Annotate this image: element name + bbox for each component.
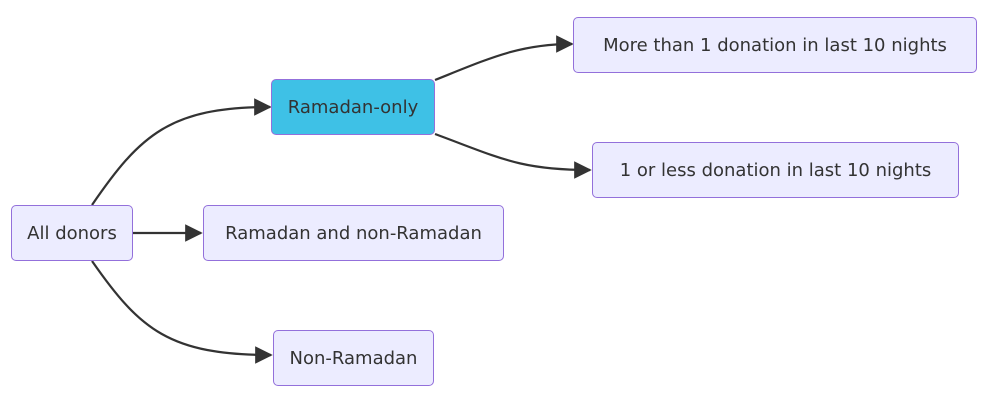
edge-all-to-non-ramadan [91,260,273,364]
node-more-than-1-donation: More than 1 donation in last 10 nights [573,17,977,73]
edge-ramadan-only-to-less [434,132,592,179]
node-label: More than 1 donation in last 10 nights [603,34,947,56]
node-label: 1 or less donation in last 10 nights [619,159,932,181]
edge-all-to-ramadan-only [91,98,272,206]
edge-ramadan-only-to-more [434,35,574,82]
node-label: Ramadan-only [287,96,419,118]
node-label: All donors [27,222,117,244]
node-all-donors: All donors [11,205,133,261]
node-ramadan-and-non-ramadan: Ramadan and non-Ramadan [203,205,504,261]
node-ramadan-only: Ramadan-only [271,79,435,135]
node-non-ramadan: Non-Ramadan [273,330,434,386]
node-label: Ramadan and non-Ramadan [225,222,482,244]
node-label: Non-Ramadan [289,347,418,369]
node-1-or-less-donation: 1 or less donation in last 10 nights [592,142,959,198]
